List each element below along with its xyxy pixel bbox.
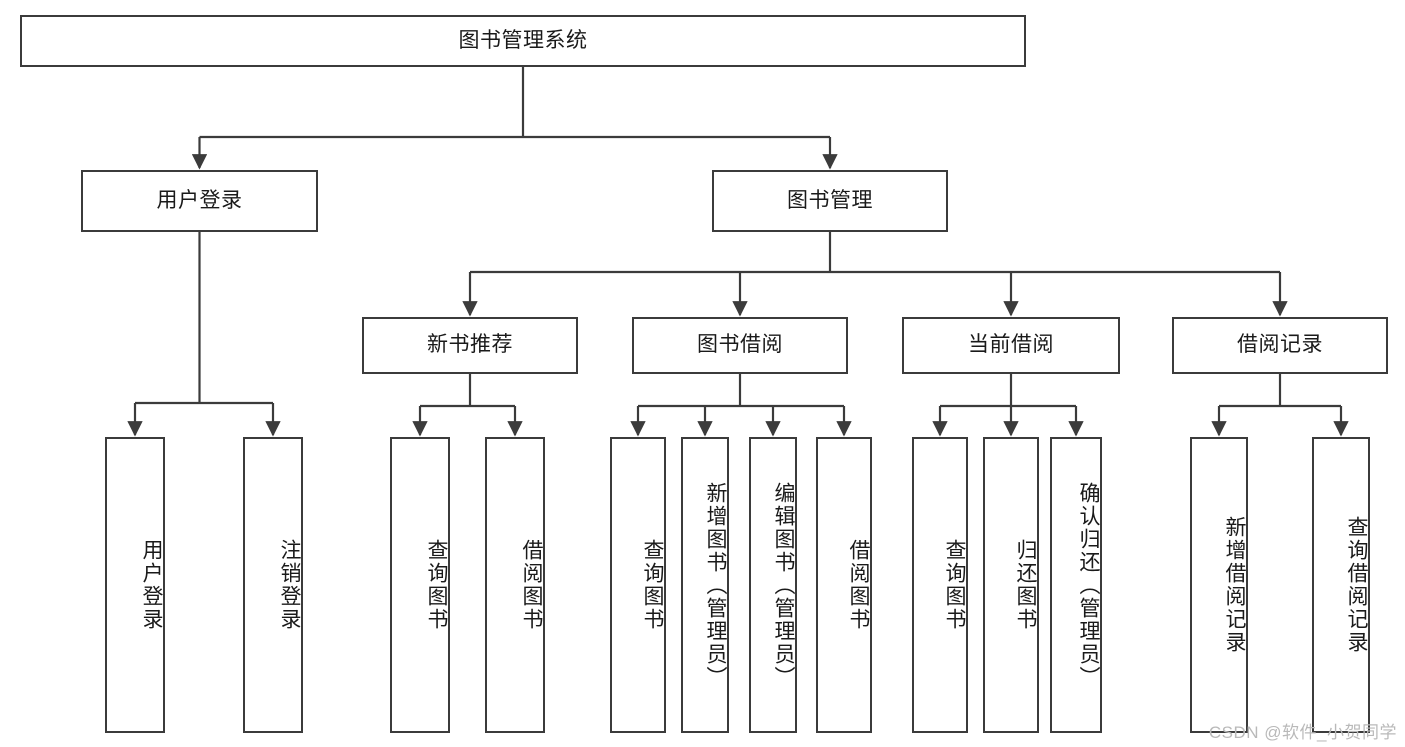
node-borrow[interactable]: 图书借阅 xyxy=(632,317,848,374)
node-current[interactable]: 当前借阅 xyxy=(902,317,1120,374)
node-n_query[interactable]: 查询图书 xyxy=(390,437,450,733)
node-c_confirm[interactable]: 确认归还（管理员） xyxy=(1050,437,1102,733)
node-label: 新书推荐 xyxy=(427,333,513,357)
node-label: 新增图书（管理员） xyxy=(704,481,727,689)
node-label: 用户登录 xyxy=(140,539,163,631)
node-b_query[interactable]: 查询图书 xyxy=(610,437,666,733)
node-label: 图书管理系统 xyxy=(458,28,588,52)
node-label: 图书借阅 xyxy=(697,333,783,357)
node-c_query[interactable]: 查询图书 xyxy=(912,437,968,733)
node-label: 归还图书 xyxy=(1014,539,1037,631)
node-label: 确认归还（管理员） xyxy=(1077,481,1100,689)
node-b_edit[interactable]: 编辑图书（管理员） xyxy=(749,437,797,733)
node-label: 查询图书 xyxy=(641,539,664,631)
node-label: 查询图书 xyxy=(425,539,448,631)
node-label: 当前借阅 xyxy=(968,333,1054,357)
node-login[interactable]: 用户登录 xyxy=(81,170,318,232)
node-label: 新增借阅记录 xyxy=(1223,516,1246,654)
node-records[interactable]: 借阅记录 xyxy=(1172,317,1388,374)
node-l_login[interactable]: 用户登录 xyxy=(105,437,165,733)
node-l_logout[interactable]: 注销登录 xyxy=(243,437,303,733)
node-label: 查询图书 xyxy=(943,539,966,631)
node-label: 用户登录 xyxy=(156,188,243,212)
node-r_add[interactable]: 新增借阅记录 xyxy=(1190,437,1248,733)
node-label: 查询借阅记录 xyxy=(1345,516,1368,654)
node-label: 编辑图书（管理员） xyxy=(772,481,795,689)
node-c_return[interactable]: 归还图书 xyxy=(983,437,1039,733)
node-label: 借阅图书 xyxy=(520,539,543,631)
node-r_query[interactable]: 查询借阅记录 xyxy=(1312,437,1370,733)
node-label: 借阅图书 xyxy=(847,539,870,631)
node-bookmgmt[interactable]: 图书管理 xyxy=(712,170,948,232)
node-b_lend[interactable]: 借阅图书 xyxy=(816,437,872,733)
node-root[interactable]: 图书管理系统 xyxy=(20,15,1026,67)
node-label: 注销登录 xyxy=(278,539,301,631)
node-label: 借阅记录 xyxy=(1237,333,1323,357)
node-b_add[interactable]: 新增图书（管理员） xyxy=(681,437,729,733)
node-label: 图书管理 xyxy=(787,188,873,212)
node-n_borrow[interactable]: 借阅图书 xyxy=(485,437,545,733)
watermark-label: CSDN @软件_小贺同学 xyxy=(1208,723,1397,742)
node-newrec[interactable]: 新书推荐 xyxy=(362,317,578,374)
